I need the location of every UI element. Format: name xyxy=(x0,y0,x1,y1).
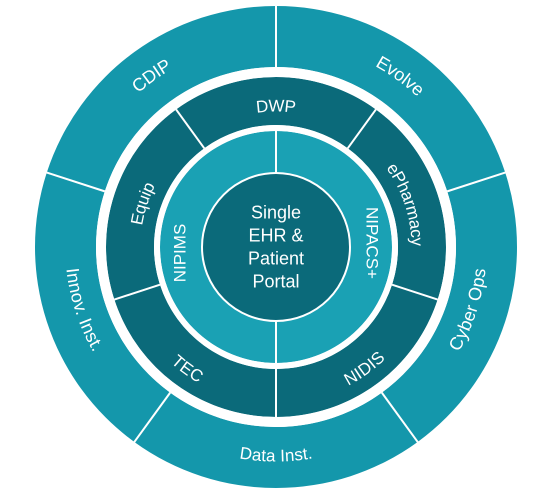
center-label-line: Portal xyxy=(252,272,299,292)
middle-divider xyxy=(114,283,161,301)
outer-segment-cyber-ops xyxy=(381,172,517,442)
inner-label-nipacs: NIPACS+ xyxy=(363,207,382,279)
inner-label-nipims: NIPIMS xyxy=(170,224,189,283)
outer-segment-data-inst xyxy=(134,392,418,488)
outer-divider xyxy=(44,170,106,193)
outer-ring xyxy=(35,4,517,488)
center-label-line: EHR & xyxy=(248,226,303,246)
center-label-line: Patient xyxy=(248,249,304,269)
outer-label-data-inst: Data Inst. xyxy=(239,443,314,465)
middle-segment-epharmacy xyxy=(347,109,446,300)
outer-segment-innov-inst xyxy=(35,172,171,442)
ring-gap-outer xyxy=(96,67,456,427)
middle-segment-dwp xyxy=(176,77,376,149)
outer-divider xyxy=(446,170,508,193)
middle-label-dwp: DWP xyxy=(255,96,297,116)
middle-divider xyxy=(175,108,206,149)
center-circle xyxy=(201,172,351,322)
center-label-line: Single xyxy=(251,203,301,223)
middle-ring xyxy=(96,67,456,427)
inner-segment-nipacs xyxy=(276,131,392,363)
outer-segment-cdip xyxy=(46,6,276,192)
outer-divider xyxy=(132,392,172,445)
inner-segment-nipims xyxy=(160,131,276,363)
middle-divider xyxy=(346,108,377,149)
middle-segment-equip xyxy=(105,109,205,300)
middle-divider xyxy=(391,283,438,301)
inner-ring xyxy=(154,125,398,369)
outer-divider xyxy=(380,392,420,445)
outer-segment-evolve xyxy=(276,6,506,192)
middle-segment-nidis xyxy=(276,284,438,417)
middle-segment-tec xyxy=(114,284,276,417)
ring-gap-inner xyxy=(154,125,398,369)
